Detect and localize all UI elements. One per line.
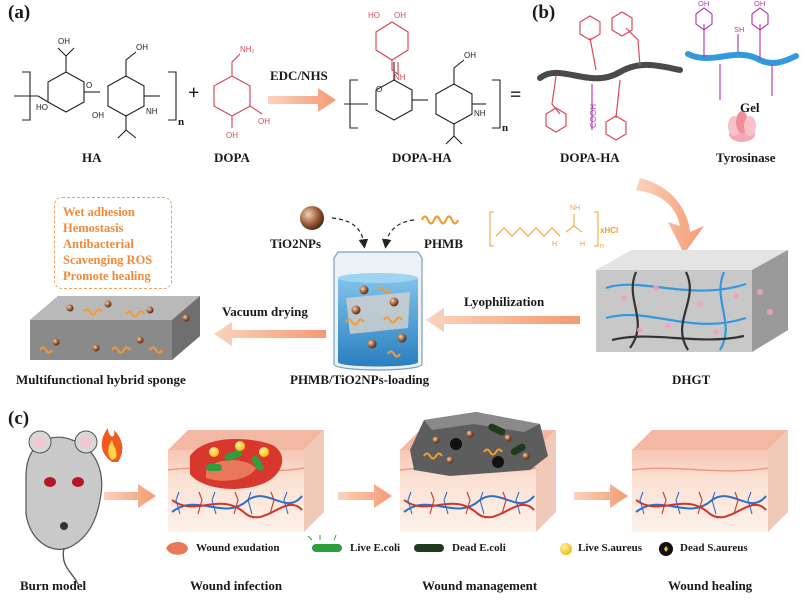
lyophilization-arrow [426,308,580,332]
vacuum-drying-label: Vacuum drying [222,304,308,319]
stage-label-wound-healing: Wound healing [668,578,753,593]
equals-sign: = [510,84,522,106]
reaction-arrow [268,88,336,112]
loading-label: PHMB/TiO2NPs-loading [290,372,430,387]
reaction-conditions: EDC/NHS [270,68,328,83]
tio2-label: TiO2NPs [270,236,322,251]
dopa-ha-chain [537,61,683,82]
svg-text:OH: OH [698,0,709,8]
chain-catechol-groups [545,11,641,141]
svg-text:HO: HO [368,11,380,20]
properties-box: Wet adhesion Hemostasis Antibacterial Sc… [54,197,172,289]
dopa-label: DOPA [214,150,250,165]
svg-text:OH: OH [226,131,238,140]
infection-wound-bed [190,439,283,489]
legend-wound-exudation: Wound exudation [196,542,280,554]
svg-text:NH₂: NH₂ [240,45,255,54]
dashed-arrow-phmb [381,219,415,249]
svg-text:OH: OH [58,37,70,46]
dopa-ha-subscript-n: n [502,122,509,134]
phmb-structure [489,211,599,247]
svg-text:HO: HO [36,103,48,112]
stage-label-wound-infection: Wound infection [190,578,283,593]
svg-text:OH: OH [464,51,476,60]
management-sponge [410,412,548,476]
svg-text:OH: OH [258,117,270,126]
svg-text:OH: OH [136,43,148,52]
skin-healing [631,430,788,532]
tyrosinase-icon [728,111,756,142]
ha-structure [14,47,177,139]
property-item: Hemostasis [63,221,124,235]
svg-text:O: O [86,81,92,90]
stage-label-burn-model: Burn model [20,578,87,593]
property-item: Wet adhesion [63,205,135,219]
svg-text:COOH: COOH [589,104,598,128]
svg-text:NH: NH [146,107,158,116]
vacuum-drying-arrow [214,322,326,346]
legend-dead-saureus: Dead S.aureus [680,542,748,554]
tyrosinase-label: Tyrosinase [716,150,776,165]
curved-arrow-to-dhgt [636,178,704,254]
phmb-label: PHMB [424,236,463,251]
beaker-icon [333,251,423,371]
dhgt-network [596,250,788,352]
svg-text:OH: OH [92,111,104,120]
svg-text:NH: NH [474,109,486,118]
panel-label-c: (c) [8,408,30,429]
panel-label-a: (a) [8,2,31,23]
svg-text:NH: NH [570,205,580,212]
svg-text:OH: OH [394,11,406,20]
svg-text:H: H [552,241,557,248]
ha-subscript-n: n [178,116,185,128]
dopa-ha-chain-label: DOPA-HA [560,150,620,165]
gel-label: Gel [740,100,760,115]
svg-text:n: n [600,243,604,250]
svg-text:O: O [376,85,382,94]
fire-icon [101,428,123,462]
svg-text:H: H [580,241,585,248]
dopa-structure [213,53,263,128]
arrow-to-healing [574,484,628,508]
property-item: Antibacterial [63,237,134,251]
property-item: Scavenging ROS [63,253,153,267]
svg-text:NH: NH [394,73,406,82]
legend-dead-ecoli: Dead E.coli [452,542,506,554]
legend-icons [166,534,673,556]
property-item: Promote healing [63,269,151,283]
phmb-polymer-icon [420,215,460,225]
stage-label-wound-management: Wound management [422,578,538,593]
gel-side-groups [695,7,773,100]
phmb-hcl-label: xHCl [600,226,619,235]
panel-label-b: (b) [532,2,556,23]
ha-label: HA [82,150,102,165]
tio2-nanoparticle-icon [300,206,324,230]
legend-live-ecoli: Live E.coli [350,542,401,554]
arrow-to-infection [104,484,156,508]
dashed-arrow-tio2 [331,217,369,249]
svg-text:OH: OH [754,0,765,8]
plus-sign: + [188,82,200,104]
dopa-ha-structure [344,59,501,145]
legend-live-saureus: Live S.aureus [578,542,642,554]
svg-text:SH: SH [734,25,744,34]
arrow-to-management [338,484,392,508]
dopa-ha-catechol [375,21,409,76]
dhgt-label: DHGT [672,372,711,387]
hybrid-sponge [30,296,200,360]
lyophilization-label: Lyophilization [464,294,545,309]
sponge-label: Multifunctional hybrid sponge [16,372,186,387]
mouse-icon [25,430,103,585]
dopa-ha-label: DOPA-HA [392,150,452,165]
